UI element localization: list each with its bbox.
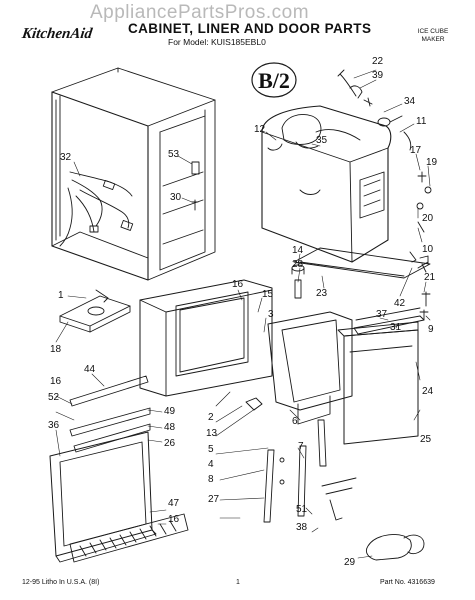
callout-19: 19 (426, 157, 438, 168)
callout-24: 24 (422, 386, 434, 397)
callout-38: 38 (296, 522, 308, 533)
footer-center: 1 (236, 579, 240, 586)
base-pad (59, 289, 131, 333)
footer-right: Part No. 4316639 (380, 579, 435, 586)
callout-39: 39 (372, 70, 384, 81)
evaporator-housing (261, 105, 392, 263)
callout-17: 17 (410, 145, 422, 156)
callout-37: 37 (376, 309, 388, 320)
inner-door-frame (139, 279, 273, 397)
door-outer-panel (337, 321, 419, 445)
callout-44: 44 (84, 364, 96, 375)
category-label: ICE CUBE MAKER (408, 28, 458, 43)
callout-3: 3 (268, 309, 274, 320)
callout-2: 2 (208, 412, 214, 423)
grille (69, 513, 189, 563)
rail-23 (293, 247, 431, 279)
fasteners-right (409, 171, 432, 321)
callout-36: 36 (48, 420, 60, 431)
category-line-1: ICE CUBE (417, 28, 449, 35)
callout-27: 27 (208, 494, 220, 505)
callout-5: 5 (208, 444, 214, 455)
callout-23: 23 (316, 288, 328, 299)
page-title: CABINET, LINER AND DOOR PARTS (128, 21, 372, 36)
door-foot (321, 477, 357, 521)
wire-harness (59, 171, 134, 247)
door-handle (353, 307, 425, 335)
callout-42: 42 (394, 298, 406, 309)
callout-15: 15 (262, 289, 274, 300)
callout-1: 1 (58, 290, 64, 301)
callout-16-low: 16 (168, 514, 180, 525)
callout-18: 18 (50, 344, 62, 355)
callout-53: 53 (168, 149, 180, 160)
top-right-parts (337, 69, 412, 151)
callout-28: 28 (292, 259, 304, 270)
callout-25: 25 (420, 434, 432, 445)
lower-door-trim (69, 375, 151, 453)
callout-32: 32 (60, 152, 72, 163)
badge: B/2 (251, 62, 297, 98)
callout-47: 47 (168, 498, 180, 509)
callout-12: 12 (254, 124, 266, 135)
callout-26: 26 (164, 438, 176, 449)
callout-22: 22 (372, 56, 384, 67)
callout-labels: 22 39 34 11 12 35 17 19 32 53 30 20 10 1… (48, 56, 438, 568)
callout-34: 34 (404, 96, 416, 107)
callout-21: 21 (424, 272, 436, 283)
callout-4: 4 (208, 459, 214, 470)
callout-31: 31 (390, 322, 402, 333)
callout-52: 52 (48, 392, 60, 403)
callout-51: 51 (296, 504, 308, 515)
category-line-2: MAKER (421, 35, 445, 43)
ice-scoop (365, 534, 425, 561)
callout-48: 48 (164, 422, 176, 433)
callout-14: 14 (292, 245, 304, 256)
model-line: For Model: KUIS185EBL0 (168, 37, 266, 47)
callout-30: 30 (170, 192, 182, 203)
footer-left: 12-95 Litho In U.S.A. (8I) (22, 579, 100, 586)
bin-parts (291, 264, 305, 299)
hinge-strips (263, 419, 327, 523)
callout-11: 11 (416, 116, 427, 127)
callout-16-top: 16 (232, 279, 244, 290)
bracket-53 (191, 161, 200, 211)
badge-text: B/2 (258, 68, 290, 93)
door-liner (245, 311, 353, 425)
callout-8: 8 (208, 474, 214, 485)
callout-13: 13 (206, 428, 218, 439)
leader-lines (55, 69, 431, 559)
callout-16-mid: 16 (50, 376, 62, 387)
callout-7: 7 (298, 441, 304, 452)
callout-6: 6 (292, 416, 298, 427)
watermark: AppliancePartsPros.com (90, 2, 310, 23)
lower-door (49, 431, 157, 563)
callout-49: 49 (164, 406, 176, 417)
callout-9: 9 (428, 324, 434, 335)
callout-20: 20 (422, 213, 434, 224)
callout-35: 35 (316, 135, 328, 146)
callout-10: 10 (422, 244, 434, 255)
callout-29: 29 (344, 557, 356, 568)
